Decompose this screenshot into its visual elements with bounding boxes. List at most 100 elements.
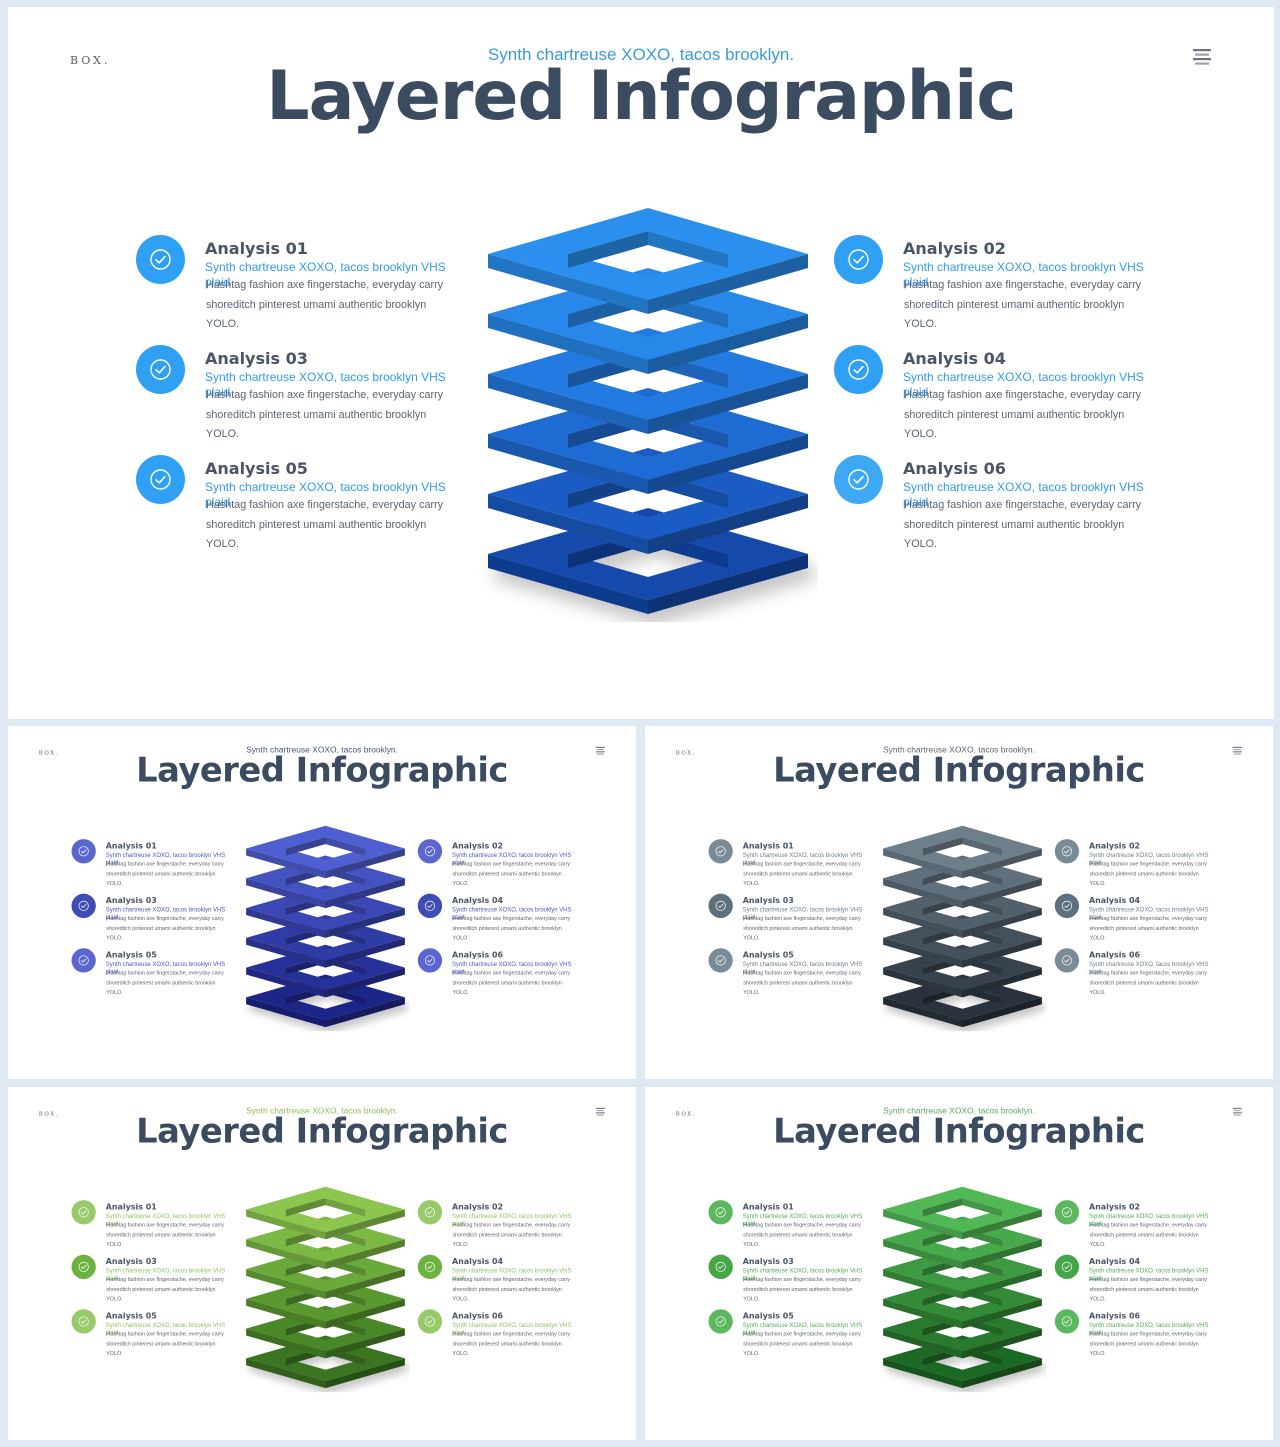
analysis-body: Hashtag fashion axe fingerstache, everyd… (206, 499, 444, 550)
analysis-body: Hashtag fashion axe fingerstache, everyd… (1089, 970, 1208, 996)
analysis-title: Analysis 04 (903, 349, 1006, 368)
analysis-body: Hashtag fashion axe fingerstache, everyd… (452, 1276, 571, 1302)
check-circle-icon (417, 839, 443, 864)
analysis-title: Analysis 03 (105, 895, 157, 906)
analysis-subtitle: Synth chartreuse XOXO, tacos brooklyn VH… (205, 370, 446, 399)
check-circle-icon (417, 1200, 443, 1225)
stack-layer (246, 1335, 405, 1389)
stack-layer (246, 825, 405, 879)
analysis-title: Analysis 05 (105, 950, 157, 960)
logo: BOX. (675, 749, 696, 756)
menu-lines-icon[interactable] (595, 1107, 605, 1117)
analysis-title: Analysis 01 (742, 841, 794, 851)
analysis-subtitle: Synth chartreuse XOXO, tacos brooklyn VH… (105, 1267, 226, 1282)
analysis-item: Analysis 05 Synth chartreuse XOXO, tacos … (136, 455, 456, 555)
check-circle-icon (417, 1309, 443, 1334)
analysis-title: Analysis 06 (1089, 1311, 1141, 1321)
analysis-subtitle: Synth chartreuse XOXO, tacos brooklyn VH… (742, 906, 863, 921)
analysis-body: Hashtag fashion axe fingerstache, everyd… (106, 1221, 224, 1248)
analysis-title: Analysis 06 (1089, 950, 1141, 960)
slide-title: Layered Infographic (266, 57, 1016, 136)
check-circle-icon (834, 455, 883, 504)
analysis-body: Hashtag fashion axe fingerstache, everyd… (106, 915, 224, 941)
check-circle-icon (708, 948, 733, 973)
stack-layer (246, 1186, 405, 1240)
check-circle-icon (136, 455, 185, 504)
analysis-title: Analysis 01 (742, 1202, 794, 1212)
analysis-subtitle: Synth chartreuse XOXO, tacos brooklyn VH… (452, 851, 572, 866)
analysis-title: Analysis 05 (205, 459, 308, 478)
check-circle-icon (71, 1254, 96, 1279)
slide-slate: BOX. Synth chartreuse XOXO, tacos brookl… (645, 726, 1273, 1079)
analysis-title: Analysis 04 (452, 895, 504, 906)
check-circle-icon (71, 839, 96, 864)
check-circle-icon (1054, 893, 1080, 918)
stack-layer (883, 1246, 1042, 1299)
check-circle-icon (708, 893, 733, 918)
analysis-title: Analysis 02 (903, 239, 1006, 258)
analysis-body: Hashtag fashion axe fingerstache, everyd… (743, 860, 861, 887)
analysis-subtitle: Synth chartreuse XOXO, tacos brooklyn VH… (742, 1212, 863, 1227)
analysis-title: Analysis 03 (742, 895, 794, 906)
menu-lines-icon[interactable] (595, 746, 605, 756)
slide-subtitle: Synth chartreuse XOXO, tacos brooklyn. (246, 744, 398, 755)
menu-lines-icon[interactable] (1232, 1107, 1242, 1117)
analysis-body: Hashtag fashion axe fingerstache, everyd… (106, 860, 224, 887)
analysis-body: Hashtag fashion axe fingerstache, everyd… (743, 1221, 861, 1248)
layered-stack-graphic (883, 825, 1042, 1028)
analysis-subtitle: Synth chartreuse XOXO, tacos brooklyn VH… (1089, 1321, 1209, 1337)
check-circle-icon (708, 839, 733, 864)
check-circle-icon (1054, 839, 1080, 864)
slide-title: Layered Infographic (136, 1111, 508, 1151)
check-circle-icon (1054, 1200, 1080, 1225)
check-circle-icon (708, 1309, 733, 1334)
analysis-body: Hashtag fashion axe fingerstache, everyd… (743, 915, 861, 941)
stack-layer (883, 974, 1042, 1028)
slide-title: Layered Infographic (773, 750, 1145, 790)
analysis-subtitle: Synth chartreuse XOXO, tacos brooklyn VH… (742, 960, 863, 976)
slide-title: Layered Infographic (773, 1111, 1145, 1151)
check-circle-icon (417, 893, 443, 918)
analysis-subtitle: Synth chartreuse XOXO, tacos brooklyn VH… (903, 260, 1144, 289)
analysis-body: Hashtag fashion axe fingerstache, everyd… (904, 499, 1142, 550)
slide-lime: BOX. Synth chartreuse XOXO, tacos brookl… (8, 1087, 636, 1440)
analysis-subtitle: Synth chartreuse XOXO, tacos brooklyn VH… (452, 1321, 572, 1337)
analysis-subtitle: Synth chartreuse XOXO, tacos brooklyn VH… (452, 960, 572, 976)
stack-layer (488, 208, 808, 314)
slide-subtitle: Synth chartreuse XOXO, tacos brooklyn. (883, 1105, 1035, 1116)
logo: BOX. (38, 749, 59, 756)
slide-green: BOX. Synth chartreuse XOXO, tacos brookl… (645, 1087, 1273, 1440)
analysis-body: Hashtag fashion axe fingerstache, everyd… (452, 970, 571, 996)
analysis-title: Analysis 04 (1089, 895, 1141, 906)
layered-stack-graphic (246, 825, 405, 1028)
analysis-subtitle: Synth chartreuse XOXO, tacos brooklyn VH… (1089, 906, 1209, 921)
analysis-subtitle: Synth chartreuse XOXO, tacos brooklyn VH… (205, 480, 446, 509)
analysis-subtitle: Synth chartreuse XOXO, tacos brooklyn VH… (105, 1321, 226, 1337)
menu-lines-icon[interactable] (1232, 746, 1242, 756)
check-circle-icon (71, 1200, 96, 1225)
analysis-body: Hashtag fashion axe fingerstache, everyd… (452, 915, 571, 941)
analysis-body: Hashtag fashion axe fingerstache, everyd… (743, 1331, 861, 1357)
stack-layer (883, 825, 1042, 879)
analysis-title: Analysis 02 (1089, 1202, 1141, 1212)
analysis-body: Hashtag fashion axe fingerstache, everyd… (1089, 1331, 1208, 1357)
menu-lines-icon[interactable] (1192, 47, 1212, 67)
analysis-title: Analysis 06 (903, 459, 1006, 478)
analysis-title: Analysis 02 (1089, 841, 1141, 851)
analysis-body: Hashtag fashion axe fingerstache, everyd… (1089, 860, 1208, 887)
slide-indigo: BOX. Synth chartreuse XOXO, tacos brookl… (8, 726, 636, 1079)
stack-layer (883, 1305, 1042, 1359)
stack-layer (883, 1276, 1042, 1329)
analysis-subtitle: Synth chartreuse XOXO, tacos brooklyn VH… (205, 260, 446, 289)
